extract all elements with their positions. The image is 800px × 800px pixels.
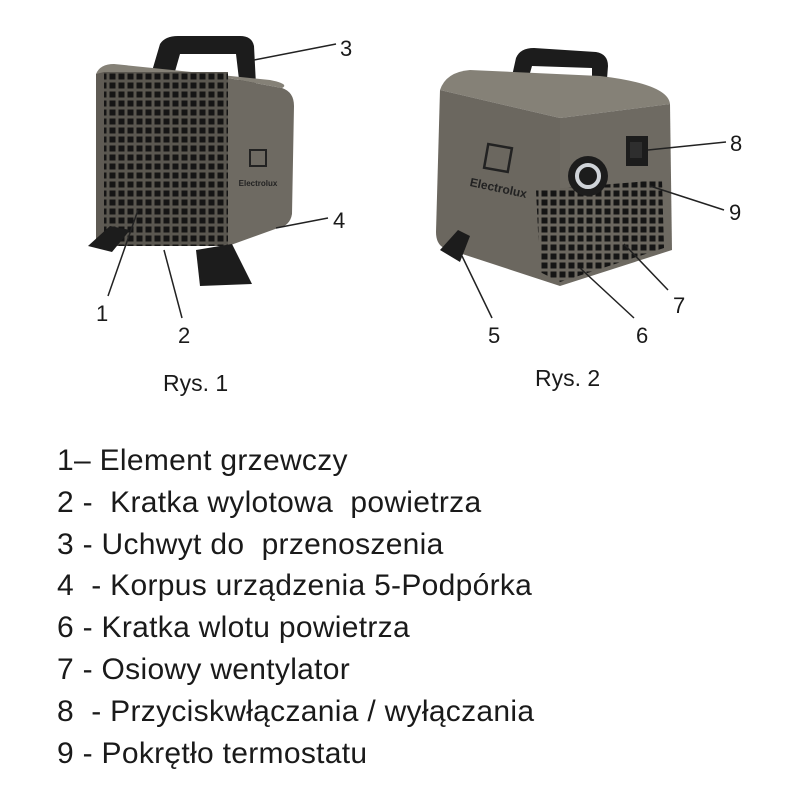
callout-1: 1 [96,301,108,326]
svg-text:Electrolux: Electrolux [239,179,278,188]
support-foot-right [196,244,252,286]
inlet-grille [536,180,664,282]
legend-item: 1– Element grzewczy [57,444,348,477]
callout-5: 5 [488,323,500,348]
figure-caption-1: Rys. 1 [163,370,228,396]
electrolux-logo: Electrolux [239,149,278,188]
legend-item: 7 - Osiowy wentylator [57,652,351,686]
callout-8: 8 [730,131,742,156]
support-foot-left [88,226,130,252]
thermostat-knob [568,156,608,196]
legend-item: 8 - Przyciskwłączania / wyłączania [57,694,535,728]
callout-line-9 [649,185,725,211]
callout-line-5 [461,255,493,319]
callout-9: 9 [729,200,741,225]
outlet-grille [104,72,228,246]
support-foot [440,230,470,262]
legend-item: 3 - Uchwyt do przenoszenia [57,527,444,561]
legend-item: 6 - Kratka wlotu powietrza [57,611,410,645]
callout-7: 7 [673,293,685,318]
callout-line-2 [163,249,183,319]
callout-line-8 [647,141,727,151]
legend-item: 9 - Pokrętło termostatu [57,736,368,770]
carry-handle [150,36,256,88]
housing-top [440,70,670,118]
heater-front-view: Electrolux 3 4 1 2 Rys. 1 [88,36,352,396]
carry-handle [512,48,608,92]
callout-6: 6 [636,323,648,348]
callout-line-3 [253,43,337,61]
legend-item: 2 - Kratka wylotowa powietrza [57,485,482,519]
callout-4: 4 [333,208,345,233]
figure-caption-2: Rys. 2 [535,365,600,391]
callout-line-6 [579,267,635,319]
legend-item: 4 - Korpus urządzenia 5-Podpórka [57,569,533,603]
callout-2: 2 [178,323,190,348]
callout-3: 3 [340,36,352,61]
heater-rear-view: Electrolux 8 9 7 6 5 Rys. 2 [436,48,742,391]
callout-line-1 [107,209,139,297]
callout-line-7 [623,243,669,291]
housing-side [228,78,294,246]
callout-line-4 [275,217,329,229]
heater-illustrations: Electrolux 3 4 1 2 Rys. 1 Electrolux [88,36,742,396]
parts-legend: 1– Element grzewczy 2 - Kratka wylotowa … [57,440,534,774]
